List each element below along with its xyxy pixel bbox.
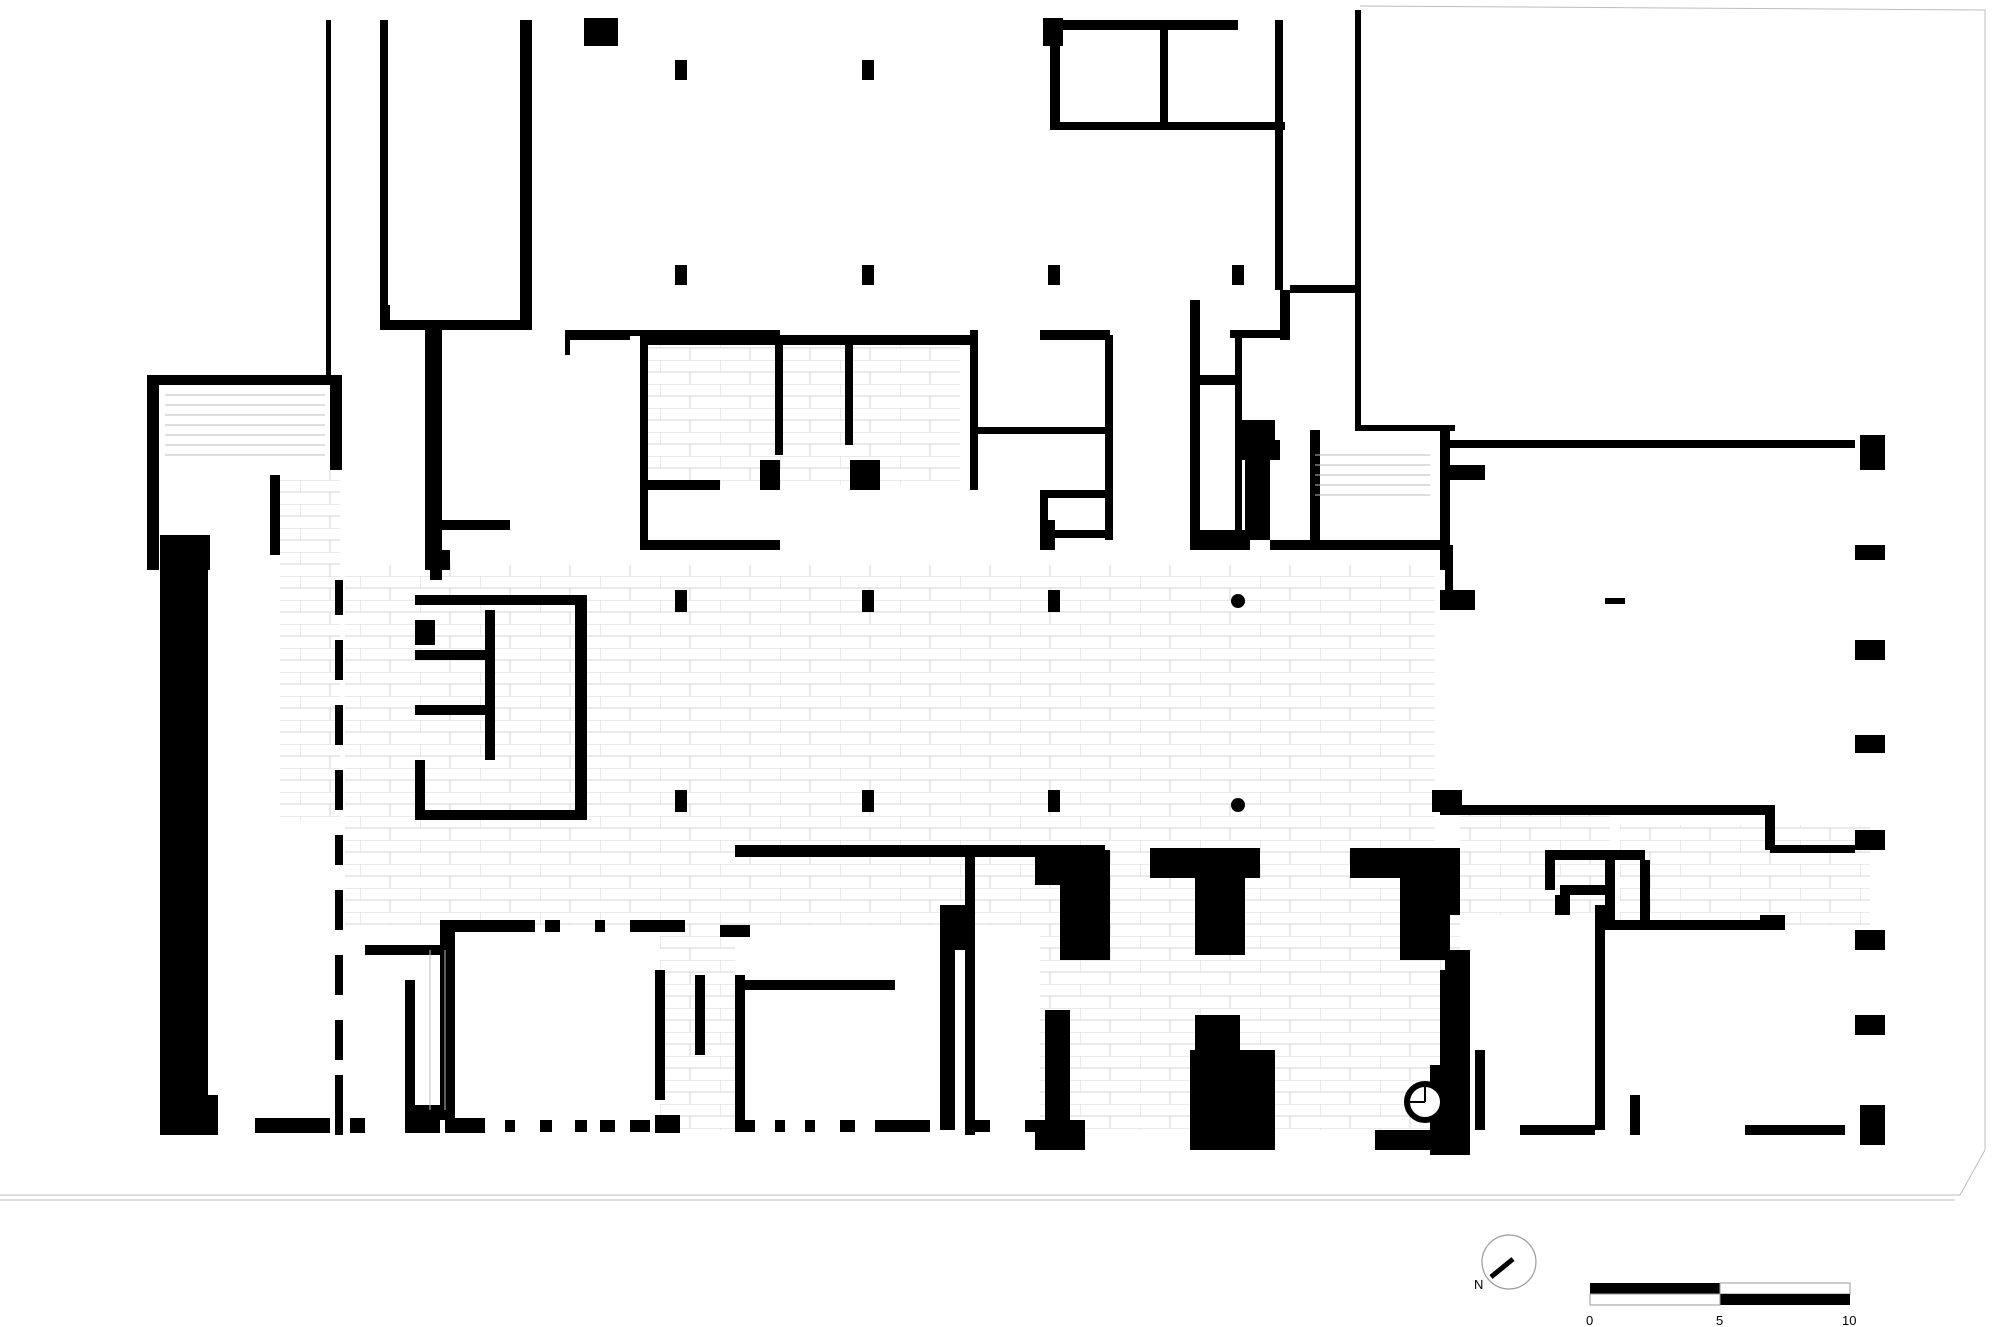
scale-bar-tick-0: 0 [1586,1313,1593,1327]
north-arrow-icon: N [1474,1234,1537,1292]
stairs [165,394,1430,1110]
scale-bar-tick-10: 10 [1842,1313,1856,1327]
north-arrow-label: N [1474,1277,1483,1292]
tiled-floor [280,345,1870,1130]
site-boundary [0,5,1986,1201]
scale-bar-icon: 0 5 10 [1586,1282,1856,1327]
scale-bar-tick-5: 5 [1716,1313,1723,1327]
spiral-stair [1404,1081,1446,1123]
